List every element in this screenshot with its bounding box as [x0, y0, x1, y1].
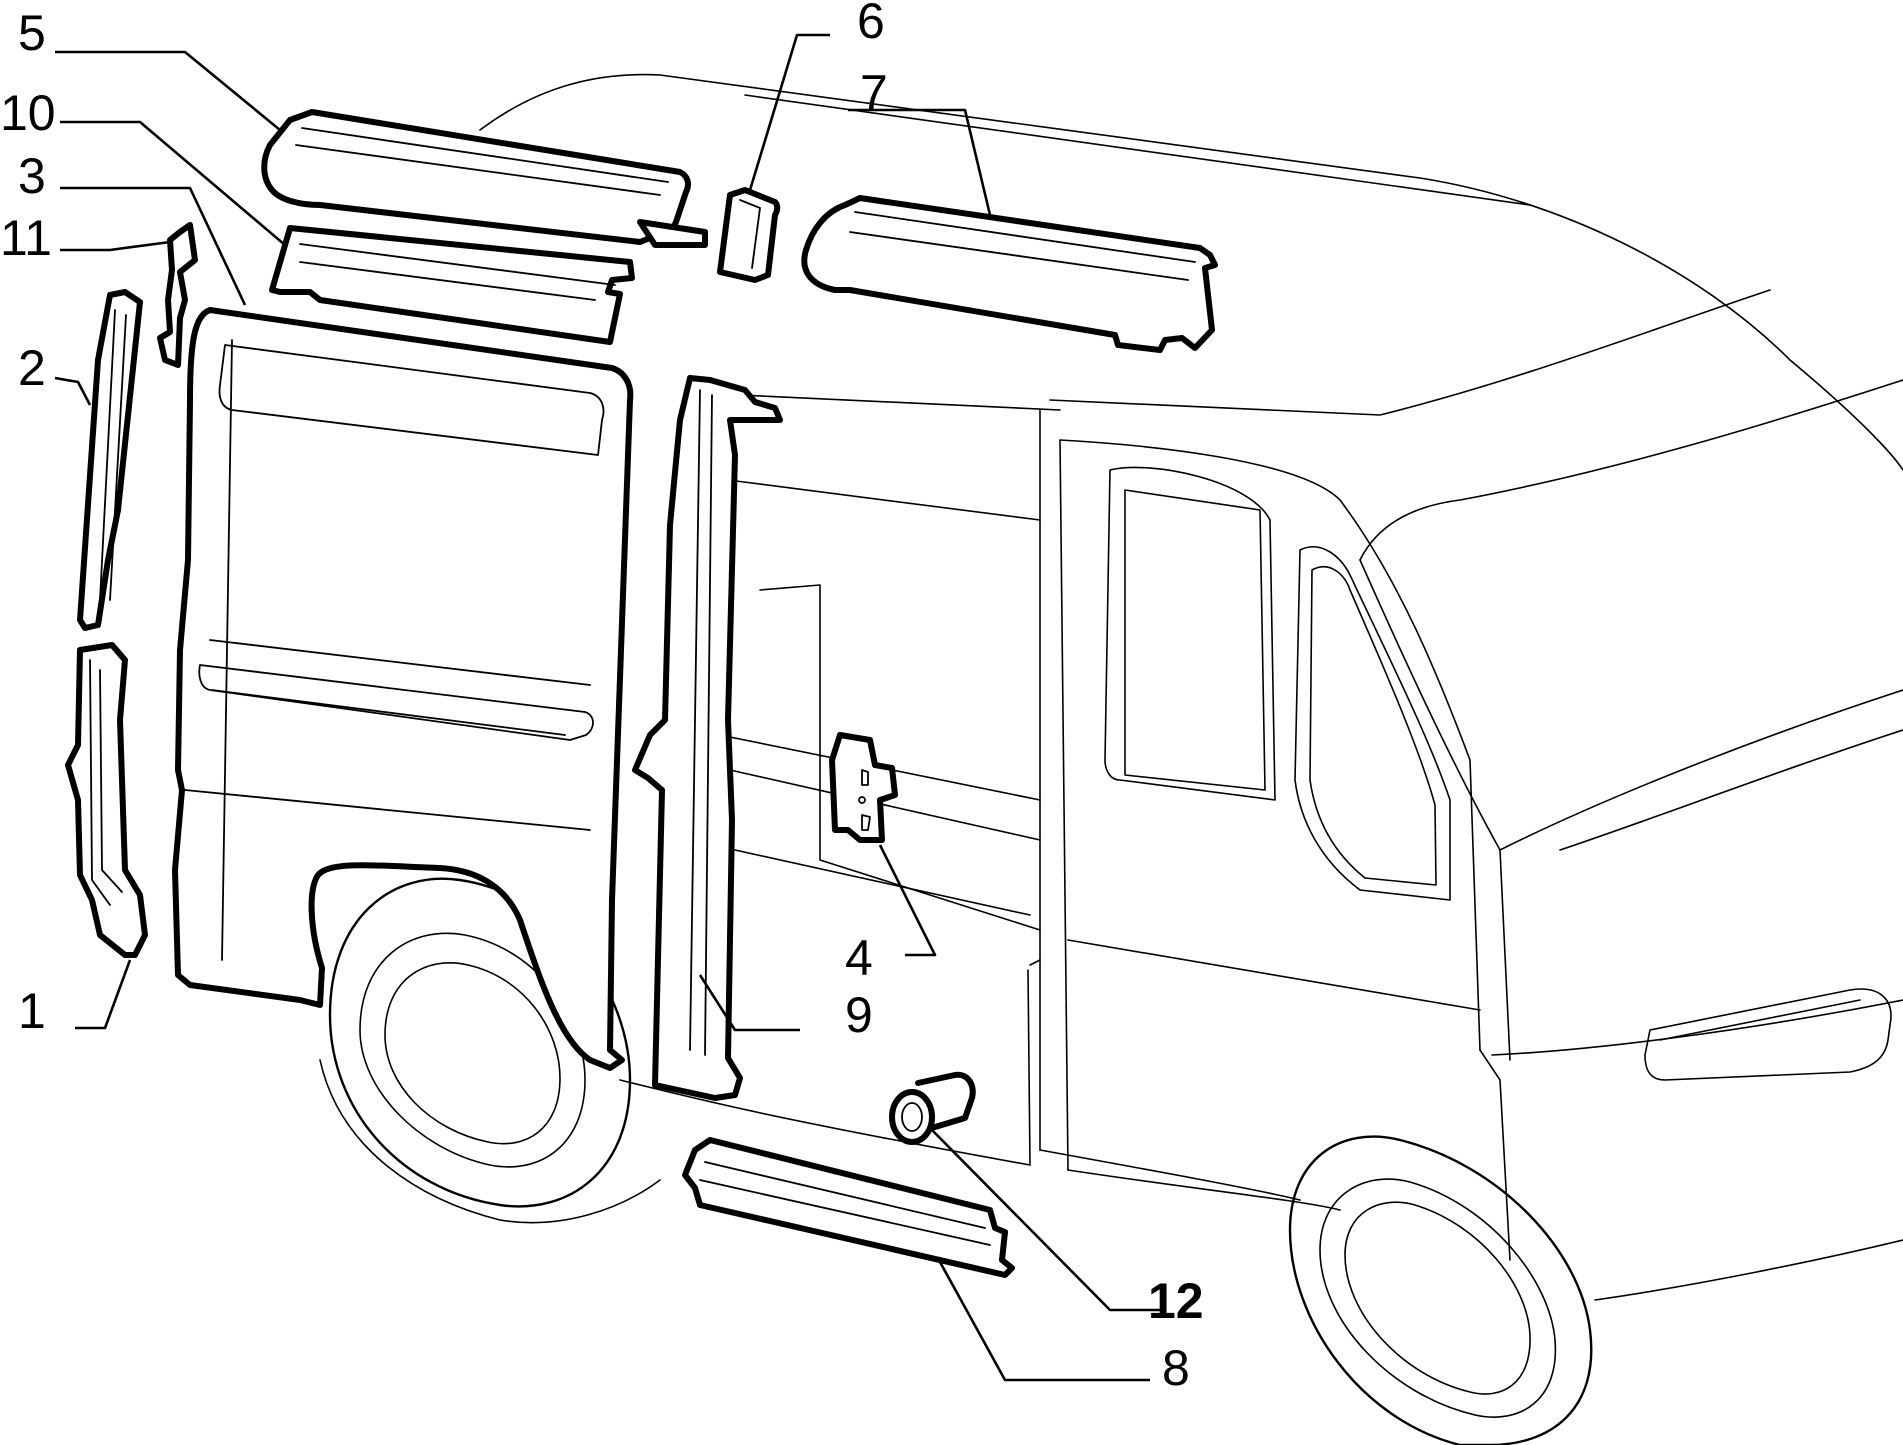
- leader-9: [698, 974, 800, 1032]
- callout-12: 12: [1148, 1273, 1204, 1329]
- callout-3: 3: [18, 148, 46, 204]
- callout-5: 5: [18, 5, 46, 61]
- leader-1: [75, 959, 132, 1030]
- front-wheel: [1288, 1135, 1593, 1445]
- callout-11: 11: [0, 210, 52, 266]
- leader-10: [60, 120, 286, 246]
- leader-12: [929, 1127, 1160, 1312]
- callout-10: 10: [0, 85, 56, 141]
- part-12-grommet: [889, 1071, 976, 1145]
- callout-2: 2: [18, 340, 46, 396]
- part-8-sill: [682, 1137, 1015, 1278]
- leader-5: [55, 50, 281, 132]
- callout-8: 8: [1162, 1340, 1190, 1396]
- leader-8: [938, 1261, 1150, 1382]
- leader-4: [878, 844, 937, 957]
- leader-7b: [900, 108, 992, 216]
- van-body-outline: [319, 73, 1903, 1301]
- callout-6: 6: [857, 0, 885, 49]
- part-3-side-panel: [172, 307, 634, 1071]
- callout-4: 4: [845, 930, 873, 986]
- part-9-b-pillar: [632, 375, 783, 1101]
- callout-7: 7: [860, 65, 888, 121]
- part-1-rear-lower-pillar: [65, 642, 148, 958]
- leader-lines: [54, 33, 1160, 1382]
- callout-9: 9: [845, 987, 873, 1043]
- part-2-rear-upper-pillar: [77, 289, 143, 631]
- part-7-roof-rail-front: [801, 195, 1218, 353]
- leader-3: [60, 186, 247, 306]
- part-6-roof-connector: [717, 187, 781, 283]
- part-5-roof-rail-rear: [261, 109, 708, 248]
- leader-6: [748, 33, 830, 191]
- callout-labels: 5 10 3 11 2 1 6 7 4 9 12 8: [0, 0, 1204, 1396]
- leader-11: [60, 240, 171, 252]
- part-4-striker-bracket: [829, 732, 898, 843]
- rear-wheel: [328, 877, 632, 1208]
- leader-2: [54, 376, 92, 406]
- callout-1: 1: [18, 983, 46, 1039]
- part-10-roof-bow: [269, 225, 635, 345]
- part-11-corner-bracket: [157, 222, 198, 368]
